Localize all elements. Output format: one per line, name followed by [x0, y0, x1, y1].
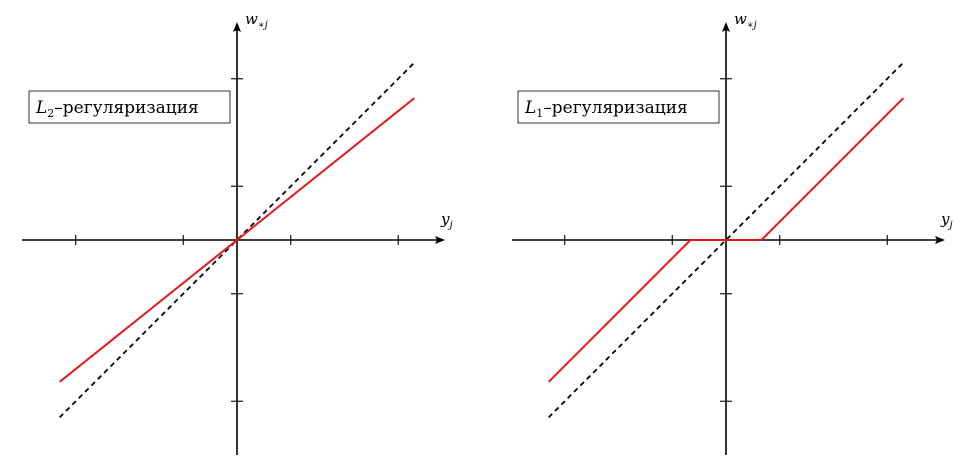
panel-l2: yj w∗jL2–регуляризация	[22, 10, 453, 455]
y-axis-label-main: w	[245, 10, 258, 28]
y-axis-label: w∗j	[734, 10, 757, 31]
chart-title-main: L	[35, 98, 47, 118]
x-axis-arrow	[935, 236, 945, 244]
chart-title: L1–регуляризация	[524, 98, 688, 120]
x-axis-label-sub: j	[947, 220, 952, 231]
title-box	[517, 90, 720, 124]
x-axis-label: yj	[940, 210, 953, 231]
x-axis-label-main: y	[440, 210, 450, 228]
chart-title-rest: –регуляризация	[543, 98, 687, 118]
y-axis-arrow	[722, 22, 730, 32]
regularized-line	[59, 97, 415, 383]
identity-line	[58, 61, 416, 419]
identity-line	[547, 61, 905, 419]
y-axis-arrow	[233, 22, 241, 32]
chart-title-sub: 1	[536, 107, 543, 120]
x-axis-arrow	[435, 236, 445, 244]
y-axis-label-main: w	[734, 10, 747, 28]
chart-title-rest: –регуляризация	[54, 98, 198, 118]
y-axis-label-sub: ∗j	[258, 20, 268, 31]
chart-title-main: L	[524, 98, 536, 118]
x-axis-label: yj	[440, 210, 453, 231]
y-axis-label-sub: ∗j	[747, 20, 757, 31]
x-axis-label-main: y	[940, 210, 950, 228]
chart-title: L2–регуляризация	[35, 98, 199, 120]
x-axis-label-sub: j	[447, 220, 452, 231]
regularized-line	[547, 97, 905, 383]
y-axis-label: w∗j	[245, 10, 268, 31]
panel-l1: yj w∗jL1–регуляризация	[512, 10, 953, 455]
title-box	[28, 90, 231, 124]
chart-title-sub: 2	[47, 107, 54, 120]
